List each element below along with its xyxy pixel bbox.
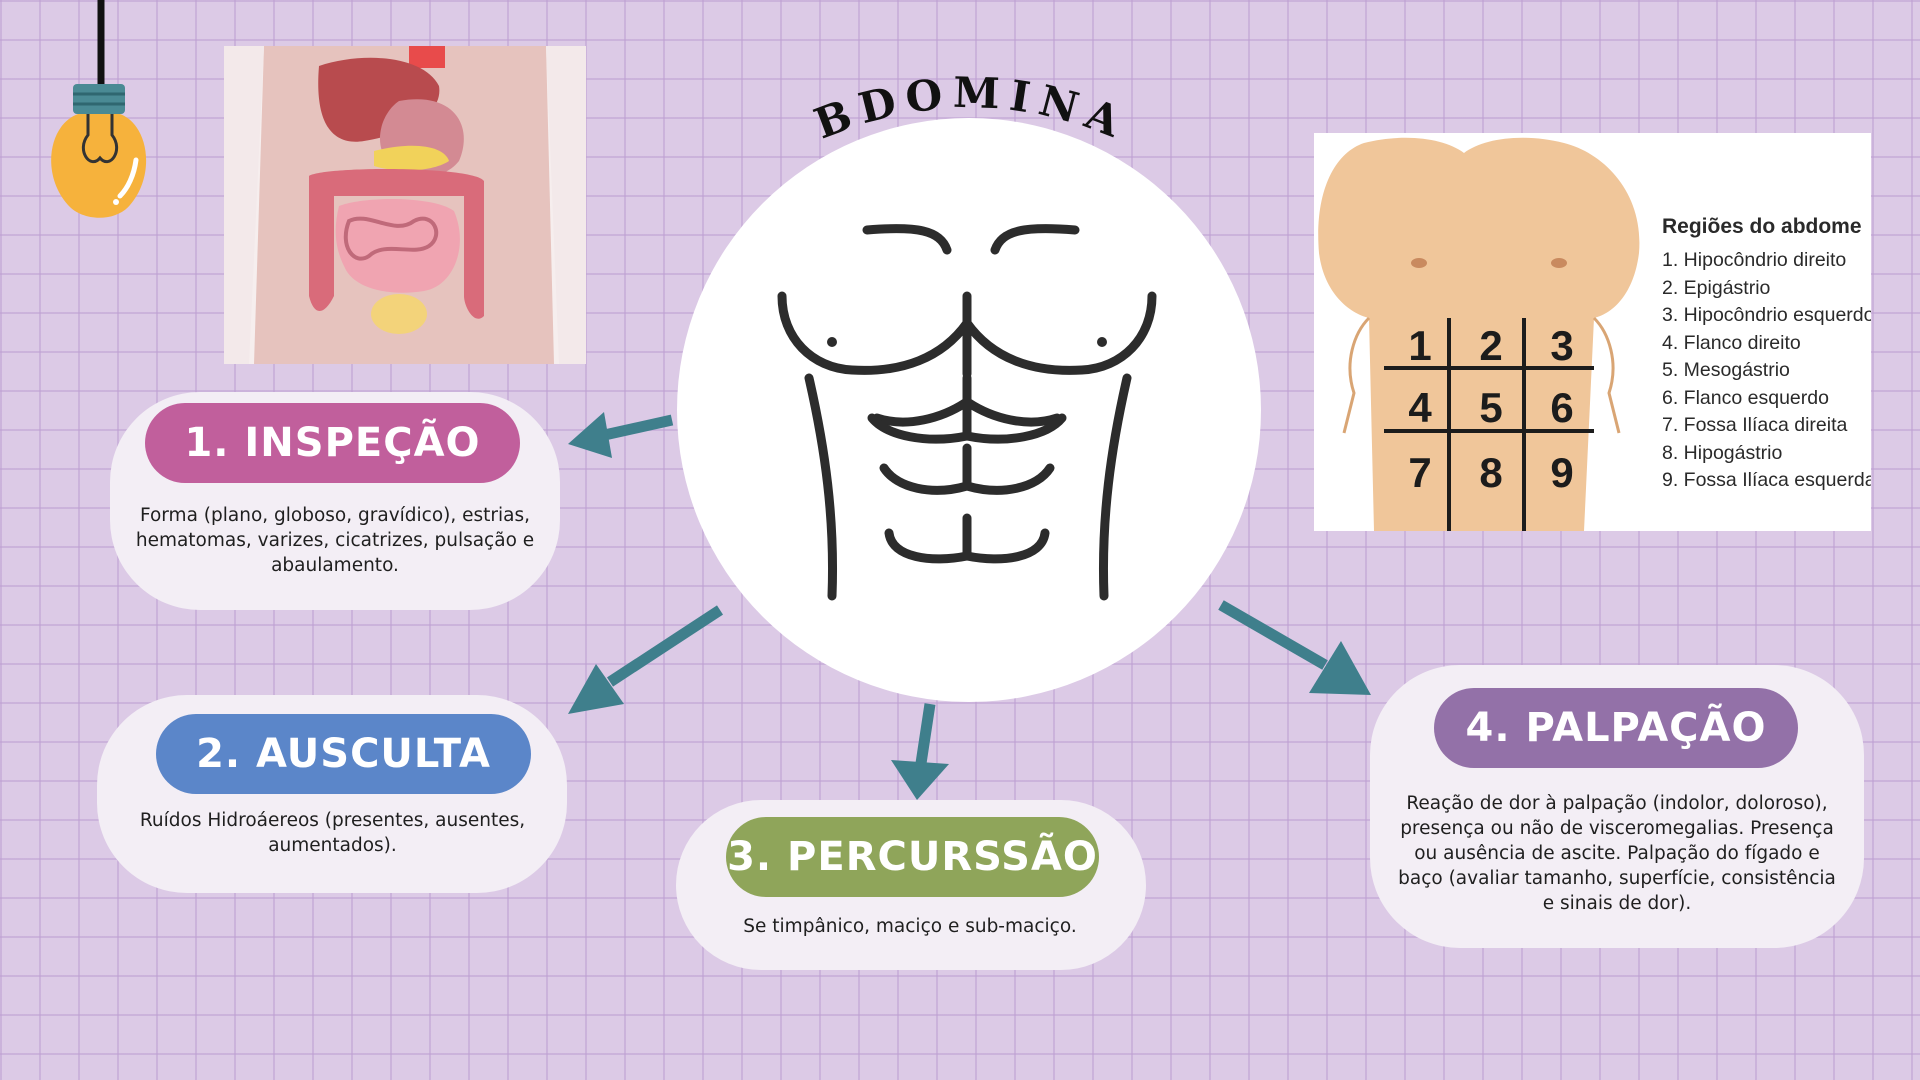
step-inspecao-label: 1. INSPEÇÃO (145, 403, 520, 483)
region-number-2: 2 (1475, 322, 1507, 370)
region-item-1: 1. Hipocôndrio direito (1662, 247, 1871, 275)
arrow-to-inspecao (560, 400, 680, 470)
region-number-6: 6 (1546, 384, 1578, 432)
regions-legend-title: Regiões do abdome (1662, 215, 1871, 239)
region-number-7: 7 (1404, 449, 1436, 497)
region-item-3: 3. Hipocôndrio esquerdo (1662, 302, 1871, 330)
region-number-4: 4 (1404, 384, 1436, 432)
region-item-2: 2. Epigástrio (1662, 275, 1871, 303)
region-item-8: 8. Hipogástrio (1662, 440, 1871, 468)
region-number-1: 1 (1404, 322, 1436, 370)
regions-legend: Regiões do abdome 1. Hipocôndrio direito… (1662, 215, 1871, 495)
region-item-6: 6. Flanco esquerdo (1662, 385, 1871, 413)
step-ausculta-text: Ruídos Hidroáereos (presentes, ausentes,… (125, 808, 540, 858)
step-palpacao-label: 4. PALPAÇÃO (1434, 688, 1798, 768)
region-item-7: 7. Fossa Ilíaca direita (1662, 412, 1871, 440)
region-number-9: 9 (1546, 449, 1578, 497)
region-number-5: 5 (1475, 384, 1507, 432)
region-item-5: 5. Mesogástrio (1662, 357, 1871, 385)
light-bulb-icon (38, 0, 148, 230)
region-number-3: 3 (1546, 322, 1578, 370)
step-palpacao-text: Reação de dor à palpação (indolor, dolor… (1392, 791, 1842, 916)
step-inspecao-text: Forma (plano, globoso, gravídico), estri… (130, 503, 540, 578)
center-circle (677, 118, 1261, 702)
arrow-to-percussao (885, 700, 965, 805)
abdominal-organs-image (224, 46, 586, 364)
region-item-9: 9. Fossa Ilíaca esquerda (1662, 467, 1871, 495)
step-percussao-label: 3. PERCURSSÃO (726, 817, 1099, 897)
region-number-8: 8 (1475, 449, 1507, 497)
arrow-to-ausculta (560, 600, 730, 720)
region-item-4: 4. Flanco direito (1662, 330, 1871, 358)
abs-torso-icon (677, 118, 1261, 702)
step-ausculta-label: 2. AUSCULTA (156, 714, 531, 794)
arrow-to-palpacao (1215, 595, 1375, 705)
step-percussao-text: Se timpânico, maciço e sub-maciço. (700, 914, 1120, 939)
